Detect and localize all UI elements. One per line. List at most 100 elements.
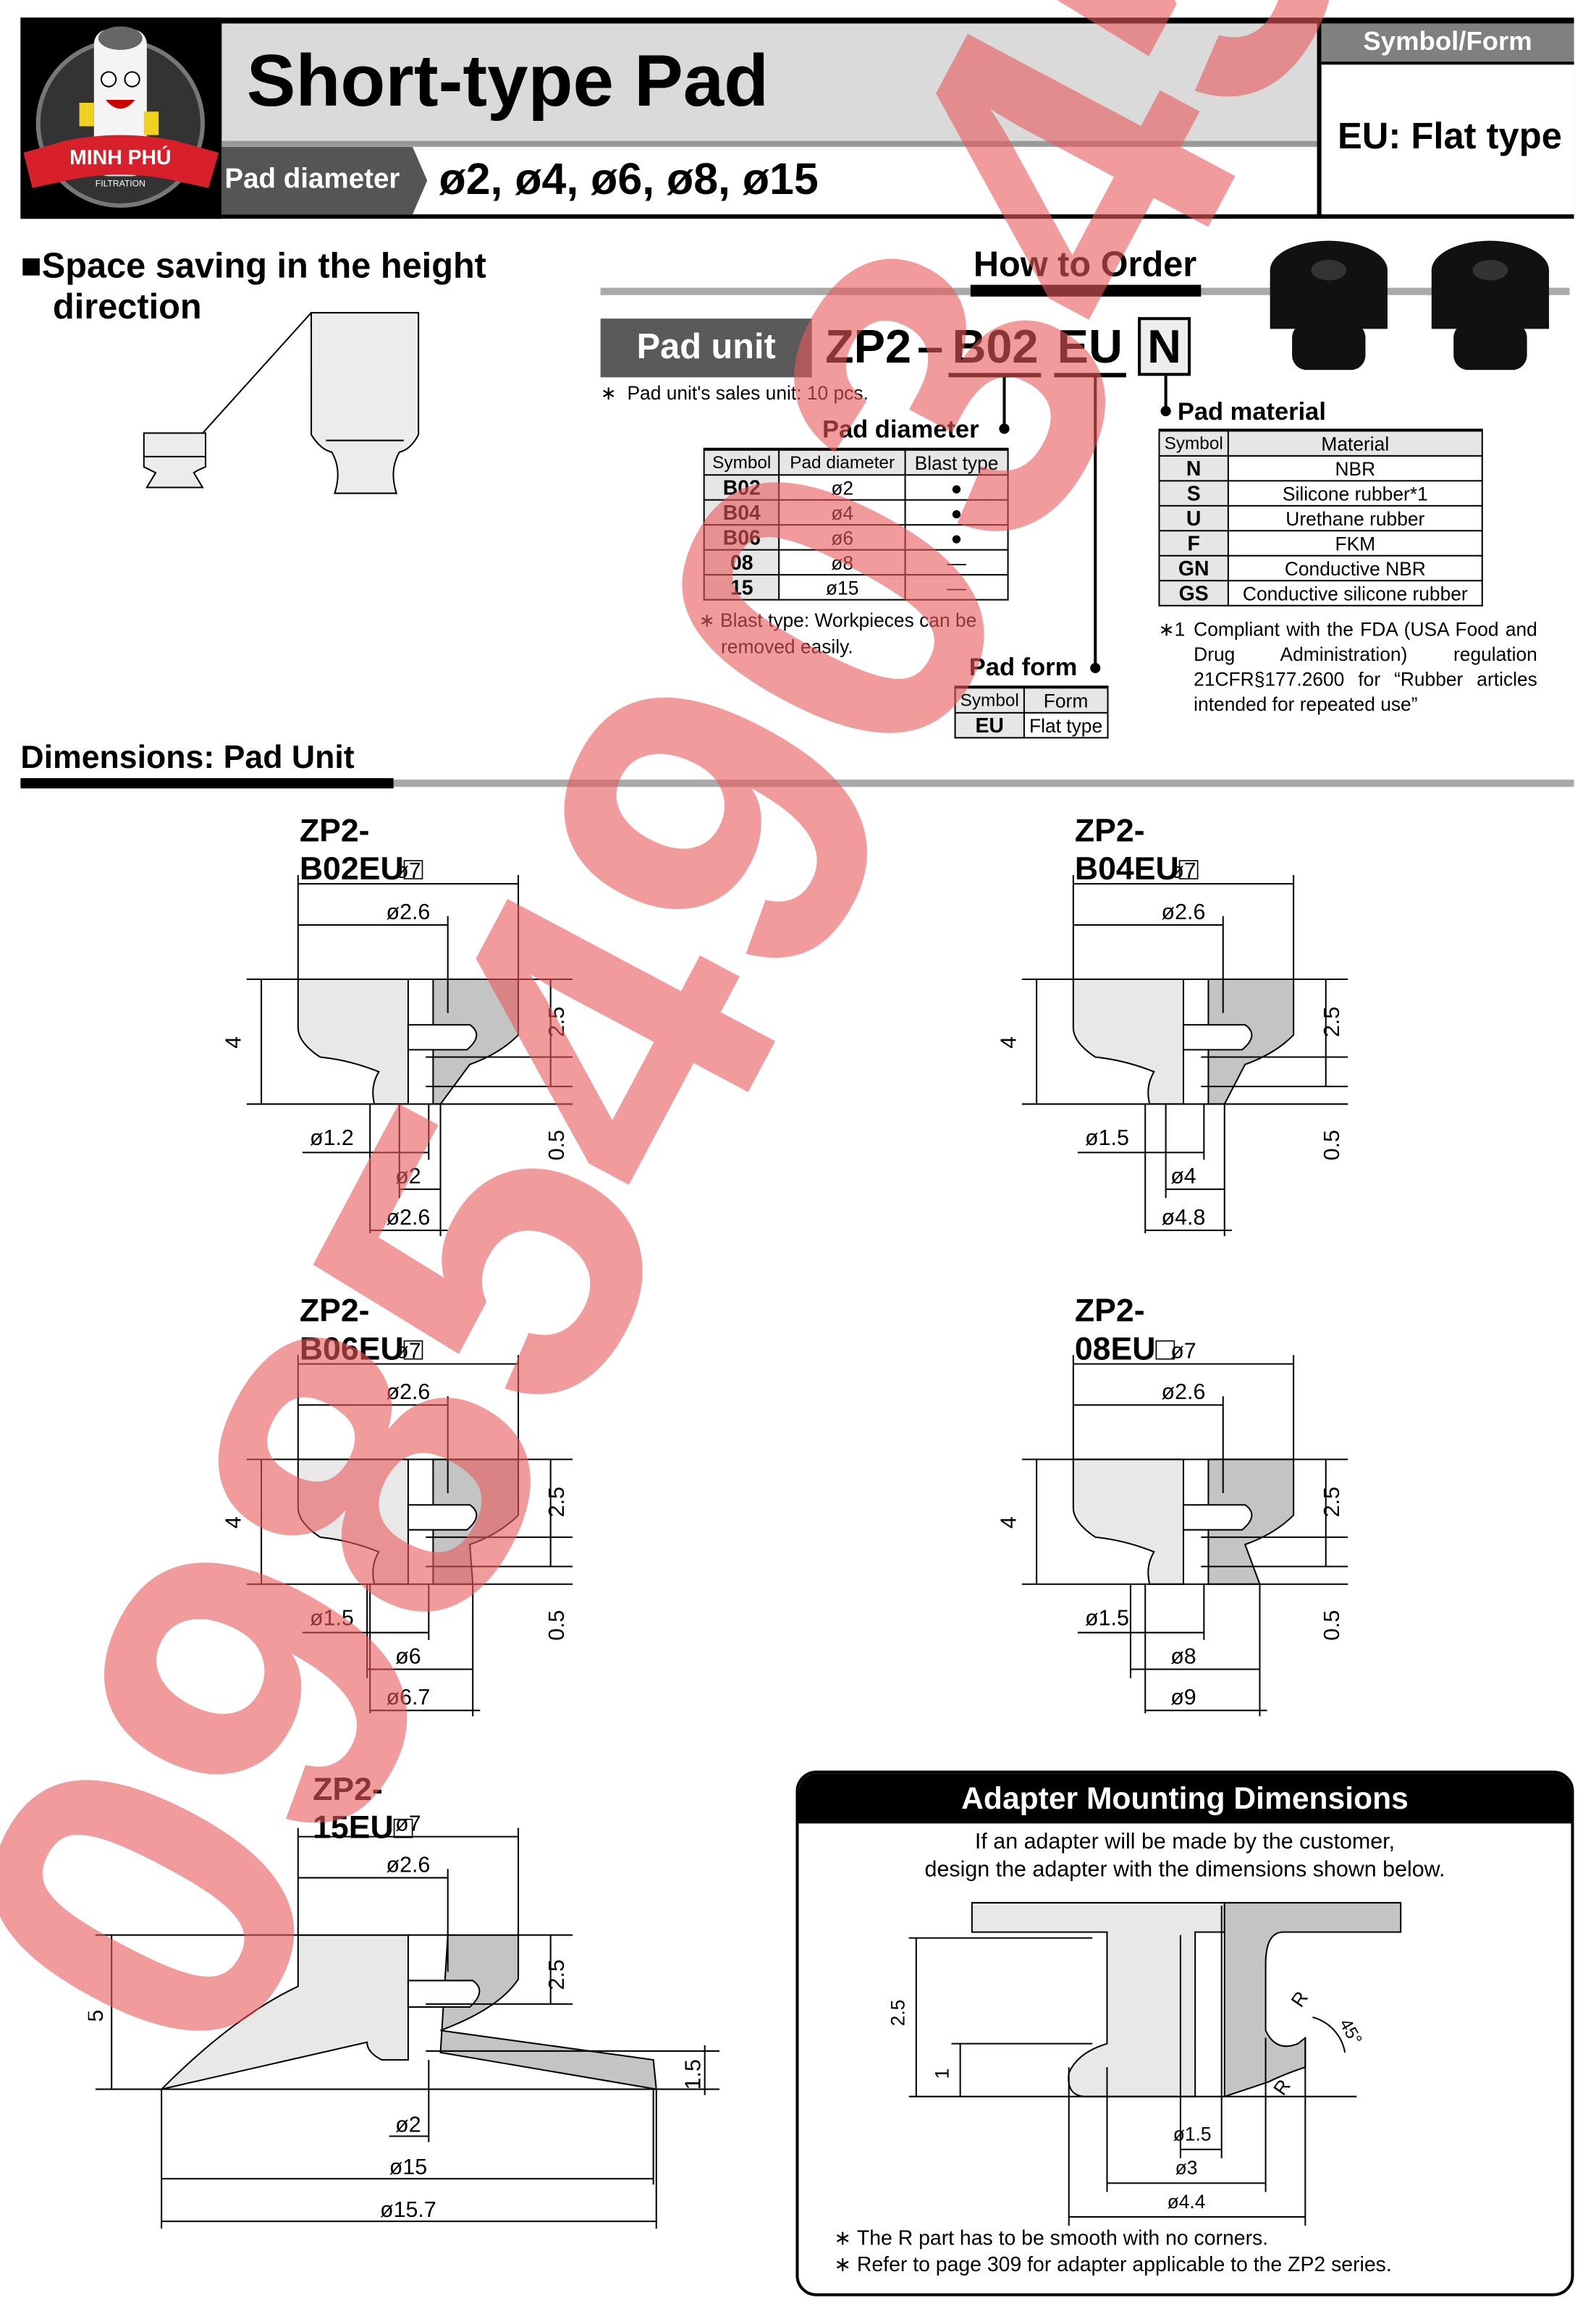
top-height-label: 2.5 <box>544 1487 569 1517</box>
code-diameter: B02 <box>949 320 1042 378</box>
pad-diameter-tag <box>221 146 428 215</box>
code-material: N <box>1138 317 1191 376</box>
material-cell: Silicone rubber*1 <box>1227 480 1483 507</box>
symbol-cell: EU <box>954 711 1025 739</box>
bottom-diameter-label-3: ø4.8 <box>1162 1205 1206 1230</box>
code-dash: – <box>917 320 944 373</box>
hole-diameter-label: ø2.6 <box>387 900 431 924</box>
height-label: 4 <box>221 1516 246 1529</box>
sales-note-text: Pad unit's sales unit: 10 pcs. <box>627 381 869 404</box>
footnote-mark: ∗1 <box>1158 617 1186 641</box>
bottom-diameter-label-1: ø1.5 <box>1085 1606 1129 1631</box>
top-height-label: 2.5 <box>544 1959 569 1990</box>
drawing-title: ZP2-B04EU□ <box>1074 811 1199 887</box>
title-panel: Short-type Pad <box>221 23 1317 147</box>
blast-cell: — <box>904 549 1009 576</box>
drawing-title: ZP2-15EU□ <box>313 1770 413 1846</box>
note-mark: ∗ <box>600 381 617 404</box>
bottom-diameter-label-3: ø6.7 <box>387 1685 431 1710</box>
outer-diameter-label: ø7 <box>395 1812 421 1836</box>
bottom-diameter-label-2: ø2 <box>395 1164 421 1188</box>
header-cell: Form <box>1023 686 1109 714</box>
adapter-note-1: ∗ The R part has to be smooth with no co… <box>834 2226 1268 2250</box>
note-mark: ∗ <box>834 2252 851 2276</box>
height-label: 5 <box>88 2010 108 2022</box>
symbol-cell: GN <box>1158 554 1229 582</box>
feature-line2: direction <box>53 287 202 328</box>
top-height-label: 2.5 <box>1320 1487 1344 1517</box>
dimensions-title: Dimensions: Pad Unit <box>20 738 355 776</box>
outer-diameter-label: ø7 <box>1170 858 1196 883</box>
diameter-cell: ø4 <box>778 499 906 526</box>
blast-note-line2: removed easily. <box>720 635 853 658</box>
pad-unit-label: Pad unit <box>600 318 812 378</box>
header-cell: Pad diameter <box>778 448 906 476</box>
pad-diameter-title: Pad diameter <box>822 415 979 444</box>
pad-diameter-row: Pad diameter ø2, ø4, ø6, ø8, ø15 <box>221 146 1317 215</box>
bottom-diameter-label-2: ø4 <box>1170 1164 1196 1188</box>
adapter-note-2: ∗ Refer to page 309 for adapter applicab… <box>834 2252 1392 2277</box>
note-mark: ∗ <box>834 2226 851 2249</box>
adapter-box: Adapter Mounting Dimensions If an adapte… <box>795 1770 1574 2297</box>
adapter-note-text: Refer to page 309 for adapter applicable… <box>856 2252 1392 2276</box>
bottom-height-label: 0.5 <box>544 1130 569 1160</box>
adapter-angle-label: 45° <box>1335 2016 1366 2048</box>
adapter-d2-label: ø3 <box>1175 2157 1198 2179</box>
code-form: EU <box>1054 320 1126 378</box>
blast-note: ∗ Blast type: Workpieces can be removed … <box>699 608 977 661</box>
symbol-cell: B02 <box>703 474 780 501</box>
material-cell: Urethane rubber <box>1227 504 1483 532</box>
symbol-form-value: EU: Flat type <box>1337 116 1562 158</box>
adapter-r1-label: R <box>1287 1987 1312 2011</box>
height-label: 4 <box>997 1036 1021 1049</box>
footnote-text: Compliant with the FDA (USA Food and Dru… <box>1194 617 1537 715</box>
symbol-cell: GS <box>1158 580 1229 607</box>
logo-sub: FILTRATION <box>96 179 145 189</box>
adapter-note-text: The R part has to be smooth with no corn… <box>856 2226 1269 2249</box>
diameter-cell: ø15 <box>778 574 906 601</box>
diameter-cell: ø8 <box>778 549 906 576</box>
bottom-diameter-label-3: ø2.6 <box>387 1205 431 1230</box>
dimensions-rule-accent <box>20 778 394 789</box>
bottom-height-label: 0.5 <box>544 1610 569 1640</box>
adapter-d1-label: ø1.5 <box>1173 2124 1212 2145</box>
bottom-height-label: 0.5 <box>1320 1610 1344 1640</box>
material-cell: FKM <box>1227 530 1483 557</box>
pad-form-title: Pad form <box>968 653 1078 682</box>
top-height-label: 2.5 <box>544 1007 569 1037</box>
drawing-title: ZP2-08EU□ <box>1074 1292 1175 1367</box>
hole-diameter-label: ø2.6 <box>387 1380 431 1404</box>
symbol-cell: B04 <box>703 499 780 526</box>
blast-cell: ● <box>904 474 1009 501</box>
order-leader-lines <box>999 376 1171 674</box>
symbol-form-label: Symbol/Form <box>1321 23 1574 65</box>
symbol-cell: 15 <box>703 574 780 601</box>
hole-diameter-label: ø2.6 <box>387 1852 431 1877</box>
symbol-cell: N <box>1158 455 1229 482</box>
pad-material-title: Pad material <box>1177 397 1326 426</box>
page-title: Short-type Pad <box>246 39 769 122</box>
symbol-cell: S <box>1158 480 1229 507</box>
table-header: Symbol Pad diameter Blast type <box>703 448 1009 476</box>
sales-note: ∗ Pad unit's sales unit: 10 pcs. <box>601 381 869 405</box>
symbol-cell: 08 <box>703 549 780 576</box>
feature-line1: ■Space saving in the height <box>20 246 486 287</box>
outer-diameter-label: ø7 <box>1170 1338 1196 1363</box>
logo-brand: MINH PHÚ <box>69 146 171 169</box>
bottom-diameter-label-3: ø9 <box>1170 1685 1196 1710</box>
bottom-diameter-label-2: ø6 <box>395 1644 421 1668</box>
symbol-form-panel: Symbol/Form EU: Flat type <box>1321 23 1574 215</box>
material-footnote: ∗1 Compliant with the FDA (USA Food and … <box>1158 617 1537 717</box>
